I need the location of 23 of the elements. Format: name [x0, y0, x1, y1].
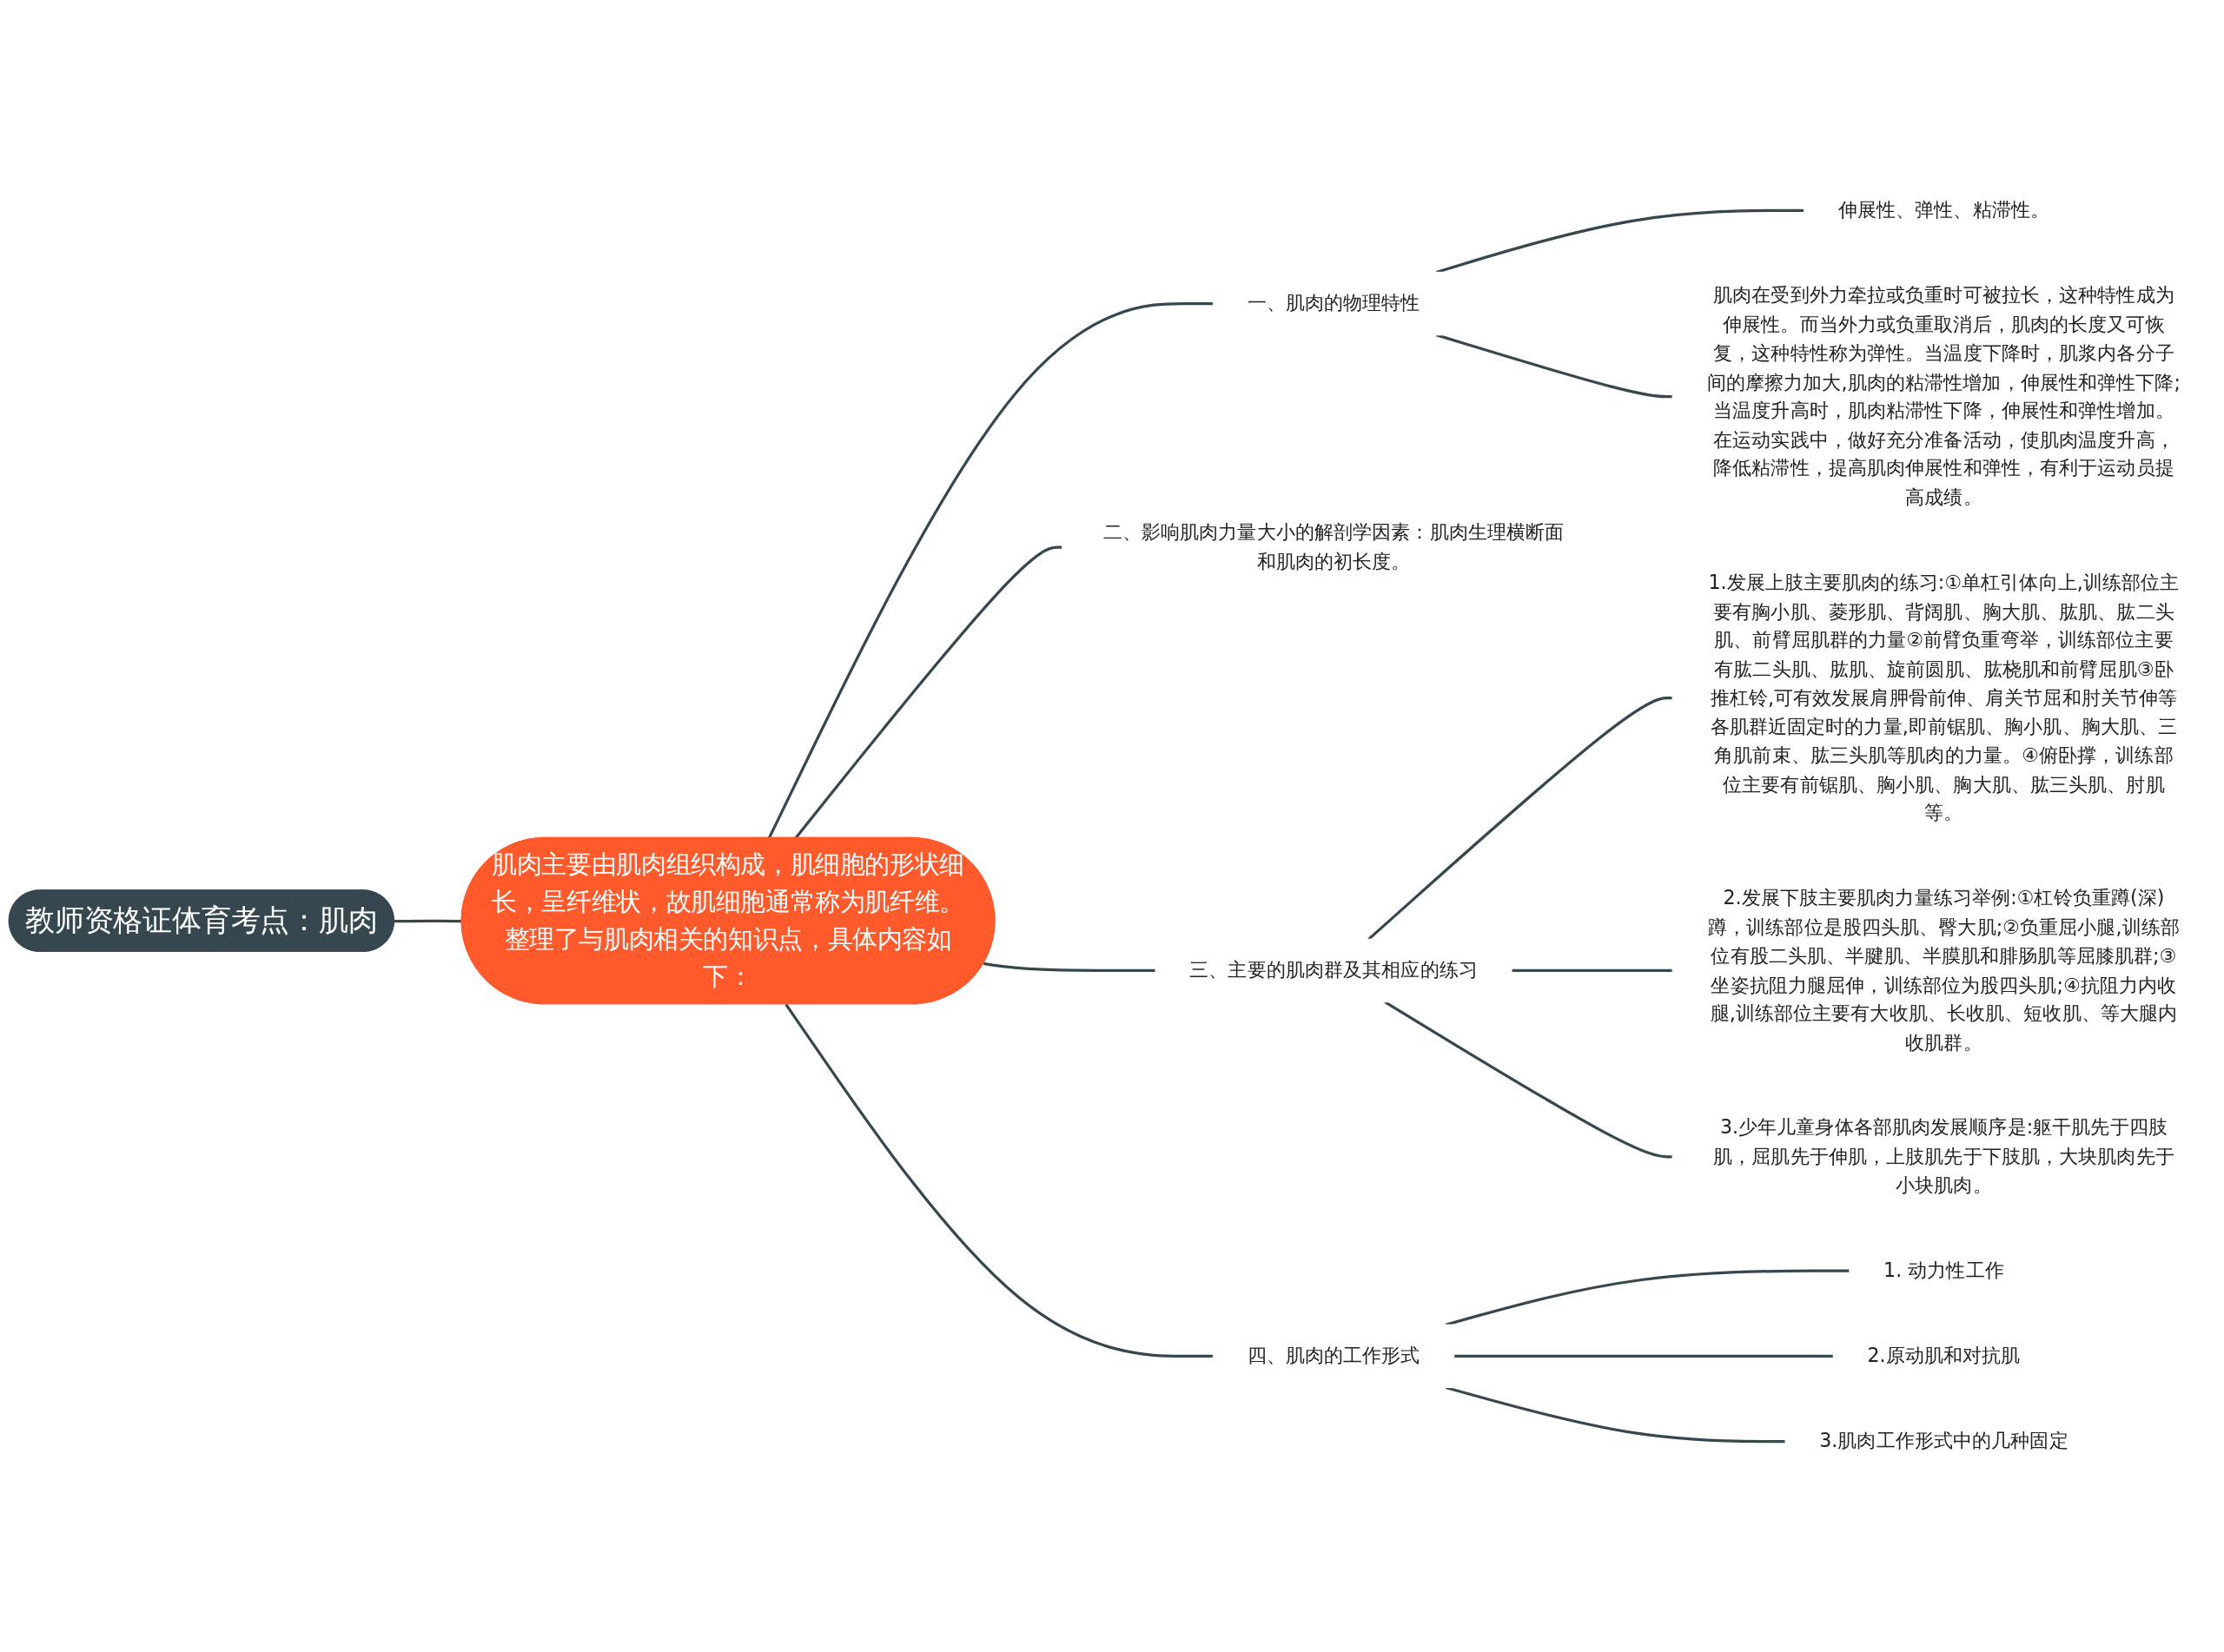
node-text: 3.少年儿童身体各部肌肉发展顺序是:躯干肌先于四肢肌，屈肌先于伸肌，上肢肌先于下肢肌，大块肌肉先于小块肌肉。 [1713, 1115, 2174, 1196]
connector [394, 919, 462, 923]
connector [767, 301, 1214, 839]
connector [1435, 334, 1673, 399]
node-text: 2.发展下肢主要肌肉力量练习举例:①杠铃负重蹲(深)蹲，训练部位是股四头肌、臀大肌;②负重屈小腿,训练部位有股二头肌、半腱肌、半膜肌和腓肠肌等屈膝肌群;③坐姿抗阻力腿屈伸，训练部位为股四头肌;④抗阻力内收腿,训练部位主要有大收肌、长收肌、短收肌、等大腿内收肌群。 [1707, 886, 2180, 1054]
connector [983, 961, 1156, 973]
connector [1445, 1385, 1786, 1444]
connector [1445, 1269, 1850, 1326]
node-text: 1. 动力性工作 [1883, 1259, 2004, 1282]
node-text: 2.原动肌和对抗肌 [1867, 1344, 2021, 1367]
connector [1453, 1354, 1834, 1358]
node-text: 1.发展上肢主要肌肉的练习:①单杠引体向上,训练部位主要有胸小肌、菱形肌、背阔肌、胸大肌、肱肌、肱二头肌、前臂屈肌群的力量②前臂负重弯举，训练部位主要有肱二头肌、肱肌、旋前圆肌、肱桡肌和前臂屈肌③卧推杠铃,可有效发展肩胛骨前伸、肩关节屈和肘关节伸等各肌群近固定时的力量,即前锯肌、胸小肌、胸大肌、三角肌前束、肱三头肌等肌肉的力量。④俯卧撑，训练部位主要有前锯肌、胸小肌、胸大肌、肱三头肌、肘肌等。 [1708, 571, 2180, 824]
connector [784, 1003, 1214, 1358]
connector [1511, 968, 1673, 973]
node-text: 二、影响肌肉力量大小的解剖学因素：肌肉生理横断面和肌肉的初长度。 [1102, 520, 1565, 572]
node-text: 四、肌肉的工作形式 [1247, 1344, 1420, 1367]
node-text: 肌肉在受到外力牵拉或负重时可被拉长，这种特性成为伸展性。而当外力或负重取消后，肌肉的长度又可恢复，这种特性称为弹性。当温度下降时，肌浆内各分子间的摩擦力加大,肌肉的粘滞性增加，伸展性和弹性下降;当温度升高时，肌肉粘滞性下降，伸展性和弹性增加。在运动实践中，做好充分准备活动，使肌肉温度升高，降低粘滞性，提高肌肉伸展性和弹性，有利于运动员提高成绩。 [1706, 283, 2181, 508]
connector [1367, 697, 1673, 941]
node-text: 一、肌肉的物理特性 [1247, 291, 1420, 314]
node-text: 伸展性、弹性、粘滞性。 [1837, 198, 2050, 221]
node-text: 三、主要的肌肉群及其相应的练习 [1189, 958, 1478, 981]
connector [1384, 1001, 1673, 1159]
node-text: 3.肌肉工作形式中的几种固定 [1819, 1429, 2068, 1452]
